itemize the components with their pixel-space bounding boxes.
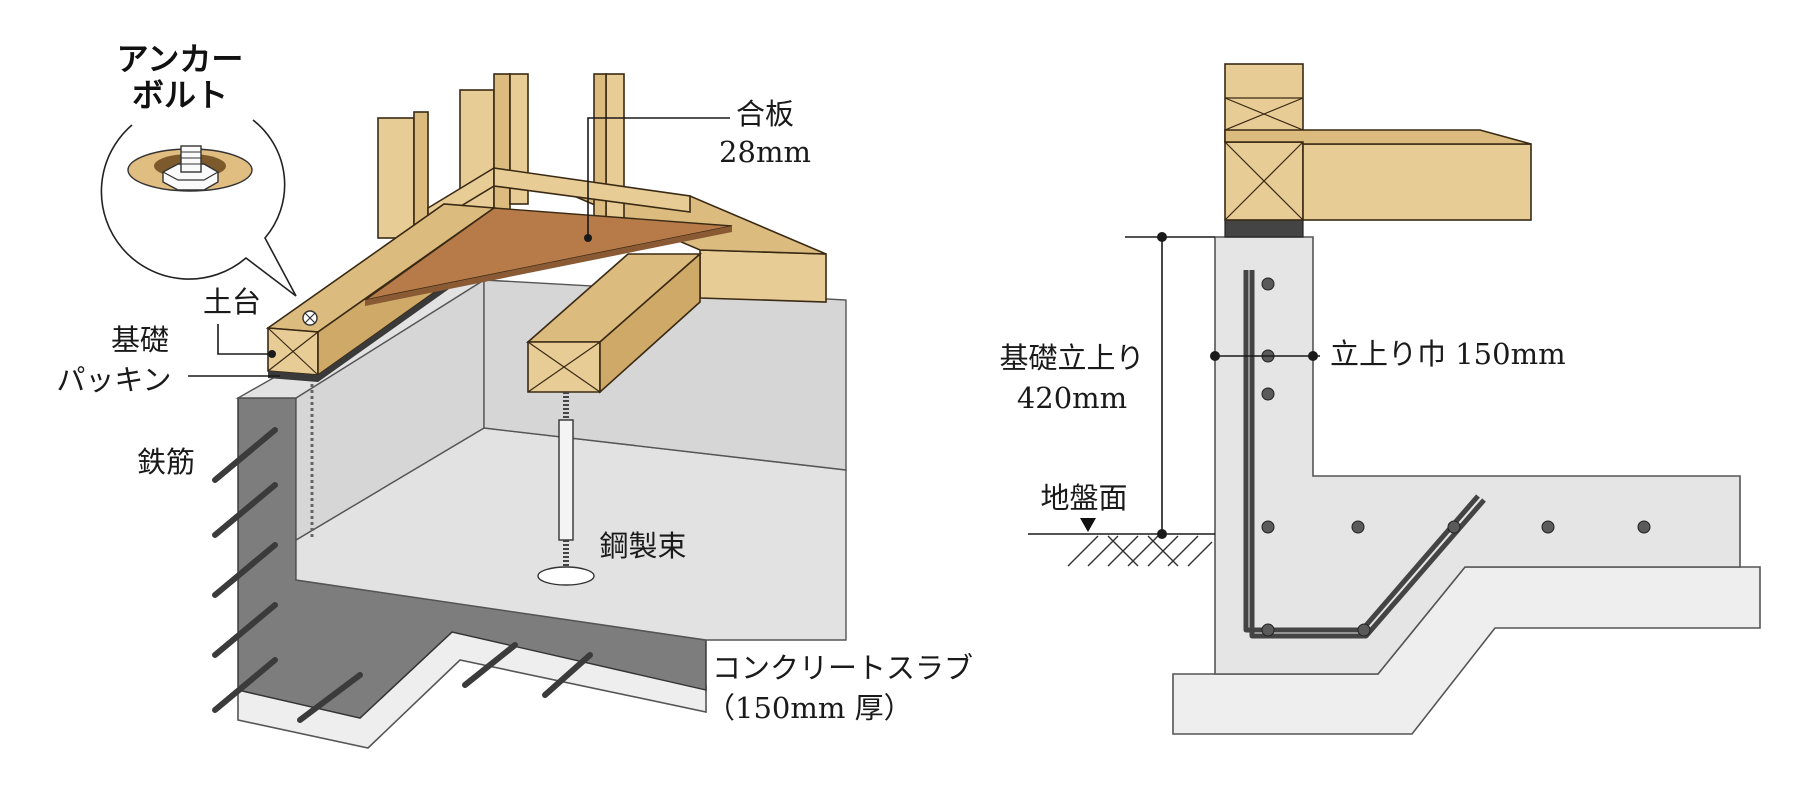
rebar-dot — [1261, 387, 1275, 401]
rebar-bar — [462, 642, 518, 688]
packing-label: 基礎 — [111, 323, 169, 357]
leader-dot — [584, 234, 592, 242]
section-rebar — [1249, 270, 1486, 639]
anchor-bolt-label-2: ボルト — [132, 76, 228, 114]
dim-dot — [1157, 232, 1167, 242]
left-foundation-3d: アンカー ボルト 合板 28mm 土台 基礎 パッキン 鉄筋 鋼製束 コンクリー… — [56, 40, 973, 749]
rebar-dot — [1261, 277, 1275, 291]
plywood-leader — [587, 117, 730, 238]
rebar-dot — [1637, 520, 1651, 534]
ground-marker — [1080, 518, 1096, 532]
rebar-bar — [297, 672, 363, 723]
foundation-packing — [268, 371, 318, 382]
wall-stud-side — [593, 73, 607, 225]
wall-plate — [493, 167, 691, 213]
slab-thickness-label: （150mm 厚） — [706, 691, 913, 725]
ground-hatch — [1067, 535, 1213, 567]
plywood-label: 合板 — [736, 97, 794, 131]
packing-label-2: パッキン — [56, 363, 171, 397]
rebar-bar — [212, 482, 278, 538]
dim-dot — [1308, 351, 1318, 361]
rebar-bar — [212, 542, 278, 598]
sill-label: 土台 — [203, 285, 261, 319]
leader-dot — [268, 350, 276, 358]
rebar-dot — [1351, 520, 1365, 534]
dim-dot — [1210, 351, 1220, 361]
rebar-dot — [1261, 520, 1275, 534]
rebar-bar — [212, 602, 278, 658]
width-label: 立上り巾 150mm — [1330, 337, 1566, 371]
rebar-bar — [212, 427, 278, 483]
rebar-dot — [1447, 520, 1461, 534]
rebar-dot — [1541, 520, 1555, 534]
section-concrete — [1214, 236, 1741, 675]
steel-post — [537, 392, 595, 586]
right-foundation-section: 基礎立上り 420mm 立上り巾 150mm 地盤面 — [999, 63, 1761, 735]
anchor-bolt-callout — [100, 119, 297, 297]
steel-post-label: 鋼製束 — [599, 529, 686, 563]
floor-joist-side — [599, 252, 701, 394]
rebar-label: 鉄筋 — [137, 445, 195, 479]
section-rebar-inner — [1243, 270, 1480, 633]
ground-label: 地盤面 — [1040, 481, 1127, 515]
slab-label: コンクリートスラブ — [712, 651, 973, 685]
rise-value-label: 420mm — [1017, 381, 1127, 415]
back-floor-joist — [699, 249, 827, 303]
rebar-bar — [542, 652, 593, 698]
section-floor-beam — [1302, 143, 1532, 221]
rise-label: 基礎立上り — [999, 341, 1144, 375]
wall-stud — [377, 117, 415, 239]
sill-leader — [217, 324, 272, 355]
anchor-bolt-label: アンカー — [117, 40, 244, 78]
plywood-thickness-label: 28mm — [719, 135, 811, 169]
rebar-dot — [1357, 623, 1371, 637]
rebar-dot — [1261, 623, 1275, 637]
rebar-bar — [212, 657, 278, 713]
wall-stud-side — [493, 73, 511, 221]
section-packing — [1224, 219, 1304, 238]
